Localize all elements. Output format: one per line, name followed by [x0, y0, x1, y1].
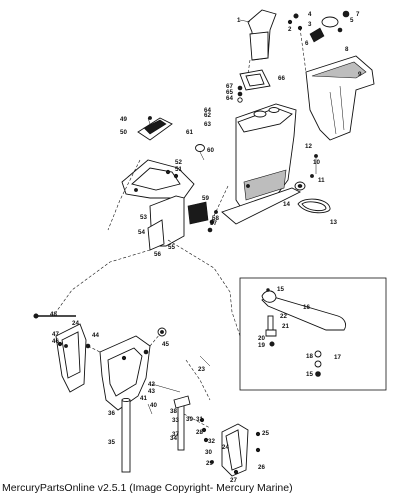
callout-label: 62 [204, 112, 211, 119]
callout-label: 22 [280, 313, 287, 320]
callout-label: 17 [334, 354, 341, 361]
seal-ring [297, 198, 331, 214]
callout-label: 33 [172, 417, 179, 424]
callout-label: 51 [175, 166, 182, 173]
callout-label: 41 [140, 395, 147, 402]
callout-label: 8 [345, 46, 349, 53]
callout-label: 39 [186, 416, 193, 423]
callout-label: 59 [202, 195, 209, 202]
shift-housing [147, 195, 209, 251]
callout-label: 11 [318, 177, 325, 184]
callout-label: 23 [198, 366, 205, 373]
shift-tube-assembly [239, 9, 277, 61]
callout-label: 60 [207, 147, 214, 154]
callout-label: 43 [148, 388, 155, 395]
upper-mount-bracket [121, 159, 195, 199]
callout-label: 54 [138, 229, 145, 236]
assembly-lines [55, 27, 307, 429]
cap-bracket [137, 116, 173, 141]
callout-label: 19 [258, 342, 265, 349]
callout-label: 50 [120, 129, 127, 136]
callout-label: 63 [204, 121, 211, 128]
image-caption: MercuryPartsOnline v2.5.1 (Image Copyrig… [2, 482, 293, 494]
callout-label: 16 [303, 304, 310, 311]
callout-label: 45 [162, 341, 169, 348]
lower-right-bracket [210, 423, 261, 477]
callout-label: 4 [308, 11, 312, 18]
callout-label: 12 [305, 143, 312, 150]
callout-label: 20 [258, 335, 265, 342]
callout-label: 24 [222, 444, 229, 451]
callout-label: 35 [108, 439, 115, 446]
callout-label: 1 [237, 17, 241, 24]
bolt-50 [33, 313, 76, 319]
callout-label: 34 [170, 435, 177, 442]
nut-46 [157, 327, 167, 337]
tilt-tube [121, 397, 131, 473]
clamp-bracket [99, 335, 151, 411]
callout-label: 10 [313, 159, 320, 166]
lower-cowl-cover [305, 55, 375, 141]
callout-label: 15 [306, 371, 313, 378]
callout-label: 64 [204, 107, 211, 114]
callout-label: 9 [358, 71, 362, 78]
driveshaft-housing [221, 103, 302, 225]
callout-label: 14 [283, 201, 290, 208]
callout-label: 44 [92, 332, 99, 339]
callout-label: 40 [150, 402, 157, 409]
callout-label: 27 [230, 477, 237, 484]
callout-label: 2 [288, 26, 292, 33]
callout-label: 18 [306, 353, 313, 360]
callout-label: 47 [52, 331, 59, 338]
callout-label: 38 [170, 408, 177, 415]
detail-inset [239, 277, 387, 391]
callout-label: 24 [72, 320, 79, 327]
callout-label: 6 [305, 40, 309, 47]
callout-label: 30 [205, 449, 212, 456]
bushing-set [294, 154, 318, 191]
swivel-bracket [55, 323, 91, 393]
callout-label: 67 [226, 83, 233, 90]
callout-label: 3 [308, 21, 312, 28]
fitting-cluster [287, 10, 350, 43]
support-column [147, 383, 209, 451]
shift-links [195, 144, 218, 233]
callout-label: 13 [330, 219, 337, 226]
callout-label: 36 [108, 410, 115, 417]
mounting-plate [237, 69, 271, 103]
callout-label: 64 [226, 95, 233, 102]
callout-label: 26 [258, 464, 265, 471]
callout-label: 55 [168, 244, 175, 251]
callout-label: 56 [154, 251, 161, 258]
exploded-parts-diagram: 1 2 3 4 5 6 7 8 9 10 11 12 13 14 15 15 1… [33, 9, 387, 484]
callout-labels: 1 2 3 4 5 6 7 8 9 10 11 12 13 14 15 15 1… [50, 11, 362, 484]
callout-label: 61 [186, 129, 193, 136]
callout-label: 28 [196, 429, 203, 436]
callout-label: 31 [196, 416, 203, 423]
callout-label: 52 [175, 159, 182, 166]
callout-label: 48 [50, 311, 57, 318]
callout-label: 53 [140, 214, 147, 221]
callout-label: 7 [356, 11, 360, 18]
callout-label: 65 [226, 89, 233, 96]
callout-label: 49 [120, 116, 127, 123]
callout-label: 15 [277, 286, 284, 293]
callout-label: 25 [262, 430, 269, 437]
callout-label: 66 [278, 75, 285, 82]
callout-label: 32 [208, 438, 215, 445]
callout-label: 21 [282, 323, 289, 330]
callout-label: 5 [350, 17, 354, 24]
callout-label: 57 [210, 220, 217, 227]
callout-label: 37 [172, 431, 179, 438]
callout-label: 46 [52, 338, 59, 345]
callout-label: 29 [206, 460, 213, 467]
callout-label: 42 [148, 381, 155, 388]
callout-label: 58 [212, 215, 219, 222]
